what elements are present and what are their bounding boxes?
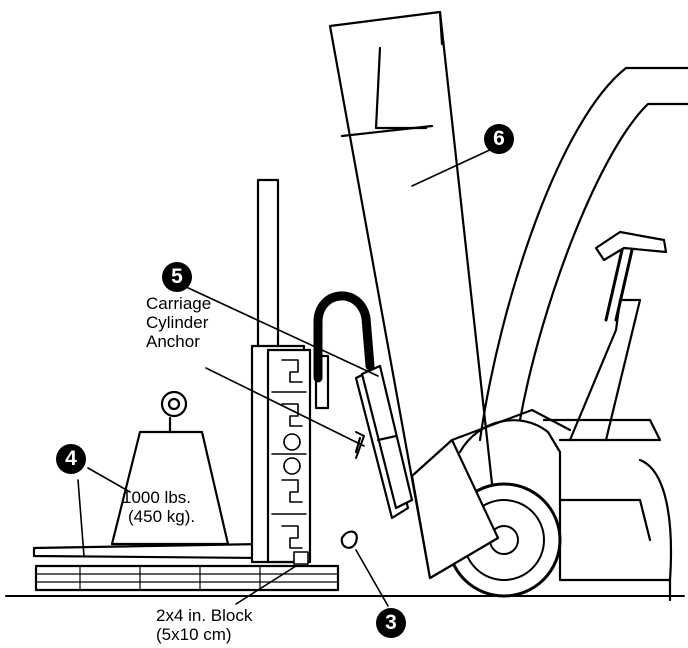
label-line-anchor: Anchor xyxy=(146,332,200,351)
front-wheel xyxy=(446,482,562,598)
carriage-cylinder-anchor-label: Carriage Cylinder Anchor xyxy=(146,294,211,351)
label-line-carriage: Carriage xyxy=(146,294,212,313)
leader-5 xyxy=(183,285,379,377)
leader-block xyxy=(235,565,297,605)
hydraulic-hose xyxy=(313,291,375,383)
leader-3 xyxy=(355,549,389,607)
label-line-cylinder: Cylinder xyxy=(146,313,209,332)
callout-3: 3 xyxy=(376,608,406,638)
leader-4a xyxy=(87,467,131,493)
leader-anchor xyxy=(205,367,365,447)
anchor-pin xyxy=(340,530,358,549)
test-weight xyxy=(110,390,230,546)
weight-label: 1000 lbs. (450 kg). xyxy=(122,488,195,526)
forklift-truck xyxy=(450,66,688,602)
callout-4: 4 xyxy=(56,444,86,474)
callout-5: 5 xyxy=(162,262,192,292)
callout-6: 6 xyxy=(484,124,514,154)
block-line-in: 2x4 in. Block xyxy=(156,606,253,625)
leader-4b xyxy=(77,479,85,557)
block-line-cm: (5x10 cm) xyxy=(156,625,232,644)
pallet xyxy=(34,564,340,592)
carriage-assembly xyxy=(250,178,330,565)
weight-line-lbs: 1000 lbs. xyxy=(122,488,191,507)
lift-cylinder xyxy=(354,364,414,520)
weight-line-kg: (450 kg). xyxy=(128,507,196,526)
block-label: 2x4 in. Block (5x10 cm) xyxy=(156,606,252,644)
leader-6 xyxy=(411,147,495,187)
